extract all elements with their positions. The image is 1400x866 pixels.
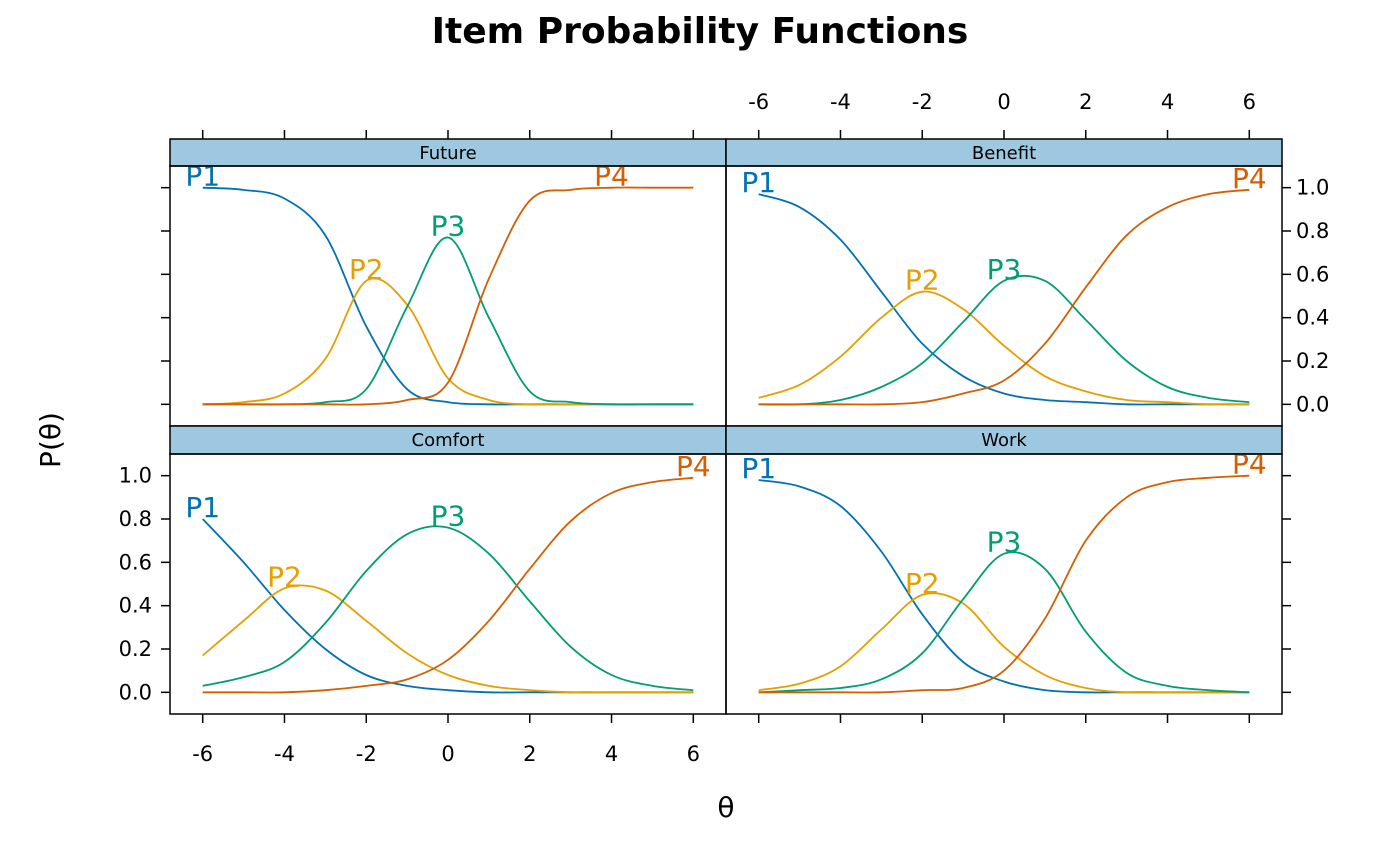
x-tick-label-top-4: 2 bbox=[1079, 90, 1092, 114]
chart-title: Item Probability Functions bbox=[432, 11, 969, 52]
curve-work-p3 bbox=[758, 551, 1250, 694]
strip-label-benefit: Benefit bbox=[972, 143, 1036, 164]
curve-future-p4 bbox=[202, 186, 694, 406]
x-tick-label-top-0: -6 bbox=[748, 90, 769, 114]
strip-future bbox=[169, 138, 727, 167]
curve-label-comfort-p2: P2 bbox=[267, 560, 302, 593]
curve-benefit-p4 bbox=[758, 188, 1250, 406]
x-tick-label-bottom-1: -4 bbox=[274, 742, 295, 766]
curve-label-benefit-p1: P1 bbox=[741, 166, 776, 199]
curve-label-work-p4: P4 bbox=[1232, 448, 1267, 481]
x-tick-label-bottom-4: 2 bbox=[523, 742, 536, 766]
axes-group: -6 -4 -2 0 2 4 6 -6 -4 -2 0 2 4 6 0.0 0.2 0.4 0.6 0.8 1.0 0.… bbox=[119, 90, 1330, 766]
x-tick-label-top-3: 0 bbox=[997, 90, 1010, 114]
x-axis-label: θ bbox=[717, 791, 734, 824]
curve-label-work-p3: P3 bbox=[987, 526, 1022, 559]
y-tick-label-left-2: 0.4 bbox=[119, 594, 152, 618]
x-tick-label-top-6: 6 bbox=[1243, 90, 1256, 114]
curve-label-comfort-p1: P1 bbox=[185, 491, 220, 524]
y-tick-label-left-1: 0.2 bbox=[119, 637, 152, 661]
curve-work-p2 bbox=[758, 592, 1250, 694]
y-tick-label-right-1: 0.2 bbox=[1296, 349, 1329, 373]
panel-border-future bbox=[169, 165, 727, 427]
curve-comfort-p4 bbox=[202, 476, 694, 694]
strip-label-comfort: Comfort bbox=[412, 430, 485, 451]
strip-label-future: Future bbox=[419, 143, 476, 164]
x-tick-label-bottom-3: 0 bbox=[441, 742, 454, 766]
strip-label-work: Work bbox=[981, 430, 1027, 451]
y-tick-label-right-4: 0.8 bbox=[1296, 219, 1329, 243]
y-tick-label-right-0: 0.0 bbox=[1296, 392, 1329, 416]
y-tick-label-left-4: 0.8 bbox=[119, 507, 152, 531]
panel-border-work bbox=[725, 453, 1283, 715]
y-tick-label-left-0: 0.0 bbox=[119, 680, 152, 704]
curve-label-future-p2: P2 bbox=[349, 253, 384, 286]
curve-future-p2 bbox=[202, 277, 694, 406]
x-tick-label-bottom-6: 6 bbox=[687, 742, 700, 766]
curve-label-work-p2: P2 bbox=[905, 567, 940, 600]
curve-comfort-p3 bbox=[202, 525, 694, 692]
curve-benefit-p3 bbox=[758, 274, 1250, 406]
curve-comfort-p2 bbox=[202, 584, 694, 694]
curve-label-work-p1: P1 bbox=[741, 452, 776, 485]
curve-label-benefit-p2: P2 bbox=[905, 264, 940, 297]
x-tick-label-top-5: 4 bbox=[1161, 90, 1174, 114]
curve-work-p1 bbox=[758, 479, 1250, 694]
x-tick-label-bottom-2: -2 bbox=[356, 742, 377, 766]
x-tick-label-top-1: -4 bbox=[830, 90, 851, 114]
curve-label-future-p4: P4 bbox=[594, 160, 629, 193]
curve-label-benefit-p3: P3 bbox=[987, 253, 1022, 286]
curve-label-benefit-p4: P4 bbox=[1232, 162, 1267, 195]
y-tick-label-right-3: 0.6 bbox=[1296, 262, 1329, 286]
panel-border-benefit bbox=[725, 165, 1283, 427]
curve-benefit-p2 bbox=[758, 290, 1250, 406]
curve-label-comfort-p4: P4 bbox=[676, 450, 711, 483]
x-tick-label-bottom-0: -6 bbox=[192, 742, 213, 766]
curve-label-future-p1: P1 bbox=[185, 160, 220, 193]
y-tick-label-right-2: 0.4 bbox=[1296, 306, 1329, 330]
x-tick-label-bottom-5: 4 bbox=[605, 742, 618, 766]
curve-label-comfort-p3: P3 bbox=[431, 500, 466, 533]
y-tick-label-left-3: 0.6 bbox=[119, 550, 152, 574]
curve-label-future-p3: P3 bbox=[431, 210, 466, 243]
y-tick-label-right-5: 1.0 bbox=[1296, 176, 1329, 200]
curve-benefit-p1 bbox=[758, 193, 1250, 406]
strip-comfort bbox=[169, 425, 727, 455]
x-tick-label-top-2: -2 bbox=[912, 90, 933, 114]
y-tick-label-left-5: 1.0 bbox=[119, 464, 152, 488]
curve-work-p4 bbox=[758, 474, 1250, 694]
y-axis-label: P(θ) bbox=[34, 412, 67, 468]
